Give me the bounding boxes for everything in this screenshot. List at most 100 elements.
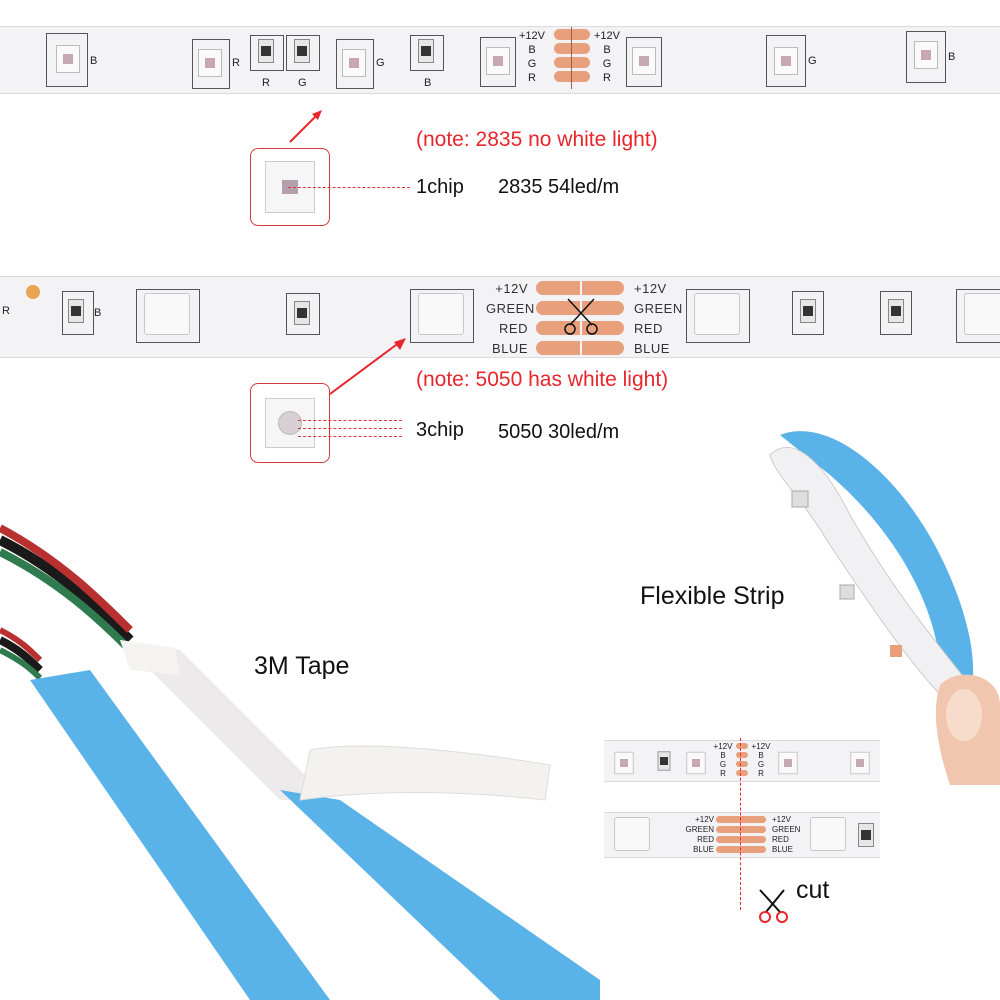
led-pad-outline <box>766 35 806 87</box>
strip-label: R <box>232 57 240 69</box>
strip-label: B <box>94 307 102 319</box>
resistor <box>418 39 434 63</box>
led-strip-5050: R B +12V GREEN RED BLUE +12V GREEN RED B… <box>0 276 1000 358</box>
small-strip-2835: +12V B G R +12V B G R <box>604 740 880 782</box>
chip-count-2835: 1chip <box>416 176 464 198</box>
led-chip-2835 <box>198 49 222 77</box>
led-chip-2835 <box>486 47 510 75</box>
caption-flexible-strip: Flexible Strip <box>640 582 785 610</box>
copper-pad <box>716 836 766 843</box>
strip-label: G <box>808 55 817 67</box>
scissors-icon <box>564 298 598 335</box>
leader-line <box>288 187 410 188</box>
cut-pad-labels-left: +12V GREEN RED BLUE <box>486 281 535 356</box>
flexible-strip-photo <box>769 431 1000 785</box>
note-2835: (note: 2835 no white light) <box>416 128 658 151</box>
strip-label: B <box>948 51 956 63</box>
cut-line <box>571 27 572 89</box>
led-chip-2835 <box>850 751 870 775</box>
caption-3m-tape: 3M Tape <box>254 652 350 680</box>
led-pad-outline <box>410 289 474 343</box>
spec-2835: 2835 54led/m <box>498 176 620 198</box>
chip-5050-zoom <box>265 398 315 448</box>
led-chip-5050 <box>144 293 190 335</box>
leader-line <box>298 436 402 437</box>
copper-pad <box>716 816 766 823</box>
strip-label: B <box>424 77 432 89</box>
copper-pad <box>554 71 590 82</box>
resistor <box>294 39 310 63</box>
led-chip-2835 <box>686 751 706 775</box>
led-pad-outline <box>626 37 662 87</box>
cut-pad-labels-right: +12V GREEN RED BLUE <box>634 281 683 356</box>
strip-label: G <box>298 77 307 89</box>
strip-label: R <box>262 77 270 89</box>
red-arrow-icon <box>329 338 406 395</box>
resistor-outline <box>62 291 94 335</box>
cut-pad-labels-left: +12V B G R <box>713 742 733 778</box>
copper-pad <box>716 826 766 833</box>
resistor-outline <box>410 35 444 71</box>
cut-pad-labels-right: +12V B G R <box>594 30 620 84</box>
tape-strip-photo <box>0 524 600 1000</box>
led-chip-5050 <box>964 293 1000 335</box>
copper-pad <box>554 57 590 68</box>
led-pad-outline <box>336 39 374 89</box>
led-chip-5050 <box>810 817 846 851</box>
note-5050: (note: 5050 has white light) <box>416 368 669 391</box>
resistor-outline <box>792 291 824 335</box>
chip-5050-callout <box>250 383 330 463</box>
cut-line <box>580 277 582 357</box>
resistor <box>294 301 310 325</box>
resistor <box>858 823 874 847</box>
copper-pad <box>736 761 748 767</box>
resistor <box>888 299 904 323</box>
strip-label: R <box>2 305 10 317</box>
led-chip-2835 <box>342 49 366 77</box>
strip-label: G <box>376 57 385 69</box>
led-pad-outline <box>906 31 946 83</box>
leader-line <box>298 420 402 421</box>
chip-count-5050: 3chip <box>416 419 464 441</box>
resistor <box>68 299 84 323</box>
led-chip-5050 <box>418 293 464 335</box>
copper-pad <box>716 846 766 853</box>
red-arrow-icon <box>289 110 322 143</box>
copper-pad <box>736 752 748 758</box>
led-pad-outline <box>956 289 1000 343</box>
copper-pad <box>736 743 748 749</box>
leader-line <box>298 428 402 429</box>
spec-5050: 5050 30led/m <box>498 421 620 443</box>
resistor-outline <box>286 35 320 71</box>
copper-pad <box>554 29 590 40</box>
led-chip-2835 <box>56 45 80 73</box>
led-chip-5050 <box>614 817 650 851</box>
led-chip-2835 <box>614 751 634 775</box>
led-chip-5050 <box>694 293 740 335</box>
resistor-outline <box>250 35 284 71</box>
led-chip-2835 <box>778 751 798 775</box>
led-pad-outline <box>136 289 200 343</box>
caption-cut: cut <box>796 876 830 904</box>
solder-dot <box>26 285 40 299</box>
led-pad-outline <box>480 37 516 87</box>
resistor <box>258 39 274 63</box>
small-strip-5050: +12V GREEN RED BLUE +12V GREEN RED BLUE <box>604 812 880 858</box>
led-chip-2835 <box>774 47 798 75</box>
led-chip-2835 <box>914 41 938 69</box>
scissors-icon <box>759 889 788 923</box>
cut-pad-labels-right: +12V B G R <box>751 742 771 778</box>
led-pad-outline <box>46 33 88 87</box>
cut-pad-labels-left: +12V B G R <box>519 30 545 84</box>
led-pad-outline <box>686 289 750 343</box>
copper-pad <box>736 770 748 776</box>
led-pad-outline <box>192 39 230 89</box>
strip-label: B <box>90 55 98 67</box>
cut-guide-line <box>740 738 741 910</box>
resistor <box>657 751 671 771</box>
resistor-outline <box>880 291 912 335</box>
led-chip-2835 <box>632 47 656 75</box>
led-strip-2835: B R R G G B +12V B G R +12V B G R G B <box>0 26 1000 94</box>
resistor-outline <box>286 293 320 335</box>
resistor <box>800 299 816 323</box>
